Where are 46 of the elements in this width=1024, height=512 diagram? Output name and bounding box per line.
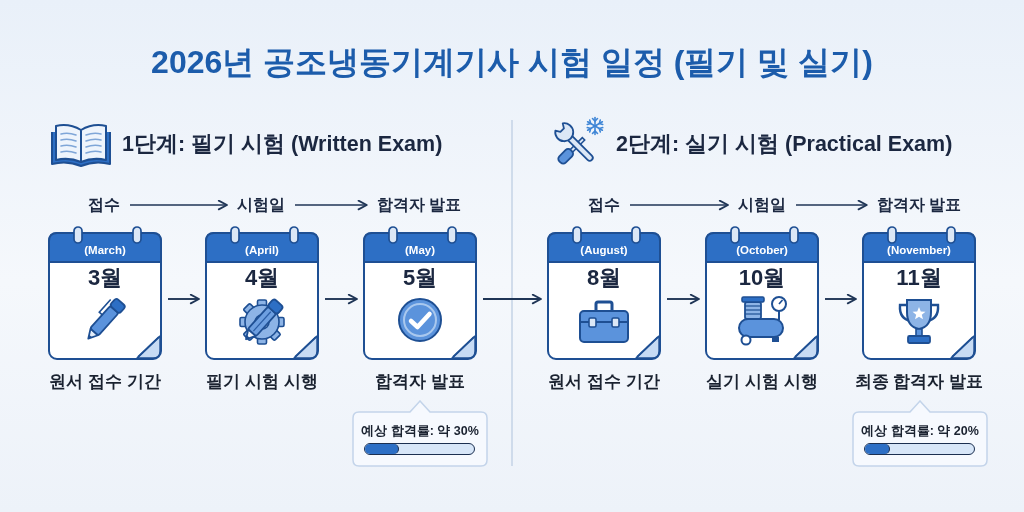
arrow [294,199,368,211]
section-heading: 2단계: 실기 시험 (Practical Exam) [616,132,953,158]
callout-box [352,400,488,467]
month-label: (October) [736,244,788,258]
month-number: 4월 [244,264,280,292]
arrow [482,293,542,305]
calendar-caption: 원서 접수 기간 [49,372,161,392]
stage-label: 시험일 [738,195,786,215]
calendar-caption: 실기 시험 시행 [706,372,818,392]
month-label: (April) [245,244,279,258]
title: 2026년 공조냉동기계기사 시험 일정 (필기 및 실기) [151,42,873,82]
callout-box [852,400,988,467]
arrow [629,199,729,211]
calendar-caption: 원서 접수 기간 [548,372,660,392]
calendar-card [363,226,477,360]
month-number: 8월 [586,264,622,292]
calendar-card [205,226,319,360]
month-number: 11월 [896,264,942,292]
stage-label: 합격자 발표 [876,195,962,215]
stage-label: 시험일 [237,195,285,215]
month-label: (May) [405,244,435,258]
section-heading: 1단계: 필기 시험 (Written Exam) [122,132,443,158]
calendar-card [48,226,162,360]
arrow [129,199,228,211]
arrow [795,199,868,211]
month-label: (August) [580,244,628,258]
month-label: (March) [84,244,126,258]
calendar-card [705,226,819,360]
stage-label: 합격자 발표 [376,195,462,215]
pass-rate-text: 예상 합격률: 약 30% [361,423,479,439]
month-number: 10월 [738,264,786,292]
calendar-caption: 필기 시험 시행 [206,372,318,392]
month-number: 3월 [87,264,123,292]
calendar-caption: 최종 합격자 발표 [854,372,984,392]
arrow [666,293,700,305]
pass-rate-text: 예상 합격률: 약 20% [861,423,979,439]
arrow [167,293,200,305]
calendar-caption: 합격자 발표 [375,372,465,392]
arrow [324,293,358,305]
calendar-card [547,226,661,360]
calendar-card [862,226,976,360]
stage-label: 접수 [88,195,120,215]
stage-label: 접수 [588,195,620,215]
arrow [824,293,857,305]
month-number: 5월 [402,264,438,292]
month-label: (November) [887,244,951,258]
